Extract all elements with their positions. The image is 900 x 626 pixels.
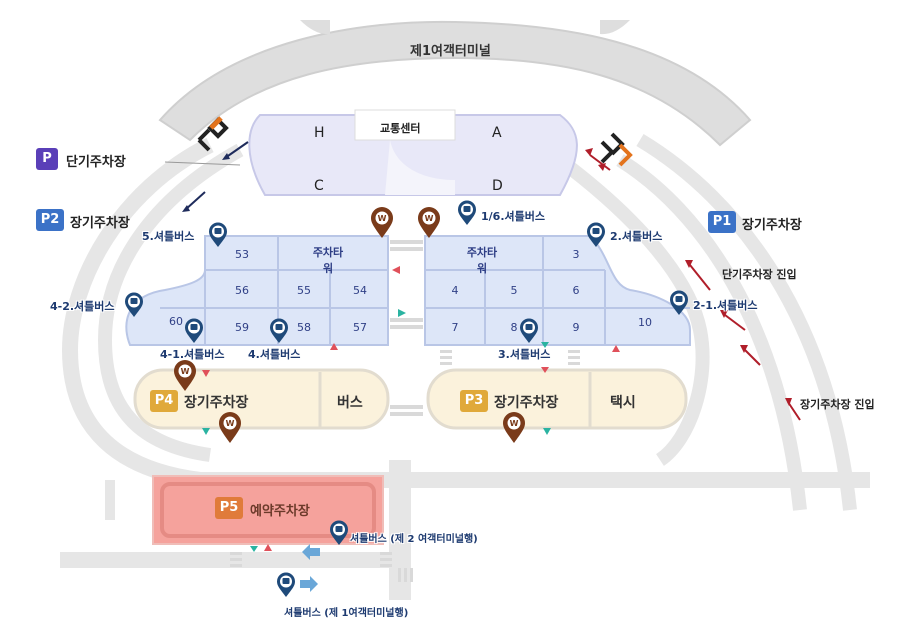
shuttle-bus-icon[interactable] bbox=[669, 290, 689, 316]
parking-pin-icon[interactable]: W bbox=[370, 207, 394, 239]
p3-label[interactable]: 장기주차장 bbox=[494, 395, 559, 411]
shuttle-stop-2-1[interactable]: 2-1.셔틀버스 bbox=[693, 299, 758, 312]
block-c: C bbox=[314, 178, 324, 194]
shuttle-stop-5[interactable]: 5.셔틀버스 bbox=[142, 230, 195, 243]
transport-center-building bbox=[248, 114, 578, 196]
right-chevron-icon bbox=[600, 132, 633, 167]
block-h: H bbox=[314, 125, 325, 141]
zone-60: 60 bbox=[169, 315, 183, 328]
block-a: A bbox=[492, 125, 502, 141]
shuttle-bus-icon[interactable] bbox=[124, 292, 144, 318]
short-term-badge: P bbox=[36, 148, 58, 170]
zone-54: 54 bbox=[353, 284, 367, 297]
shuttle-stop-3[interactable]: 3.셔틀버스 bbox=[498, 348, 551, 361]
p5-label[interactable]: 예약주차장 bbox=[250, 504, 310, 519]
lot-p3-area bbox=[426, 368, 688, 430]
shuttle-stop-1-6[interactable]: 1/6.셔틀버스 bbox=[481, 210, 545, 223]
shuttle-bus-icon[interactable] bbox=[208, 222, 228, 248]
svg-text:W: W bbox=[226, 419, 235, 428]
shuttle-stop-t2[interactable]: 셔틀버스 (제 2 여객터미널행) bbox=[350, 534, 478, 545]
shuttle-bus-icon[interactable] bbox=[457, 200, 477, 226]
zone-6: 6 bbox=[572, 284, 580, 297]
svg-text:W: W bbox=[510, 419, 519, 428]
p2-badge: P2 bbox=[36, 209, 64, 231]
shuttle-stop-4-1[interactable]: 4-1.셔틀버스 bbox=[160, 348, 225, 361]
terminal-name: 제1여객터미널 bbox=[410, 44, 491, 59]
svg-text:W: W bbox=[378, 214, 387, 223]
parking-pin-icon[interactable]: W bbox=[218, 412, 242, 444]
svg-text:W: W bbox=[425, 214, 434, 223]
zone-53: 53 bbox=[235, 248, 249, 261]
parking-deck-right bbox=[424, 235, 691, 346]
taxi-area-label: 택시 bbox=[610, 395, 636, 411]
short-term-label[interactable]: 단기주차장 bbox=[66, 155, 126, 170]
zone-3: 3 bbox=[572, 248, 580, 261]
p5-badge: P5 bbox=[215, 497, 243, 519]
shuttle-bus-icon[interactable] bbox=[276, 572, 296, 598]
zone-9: 9 bbox=[572, 321, 580, 334]
zone-8: 8 bbox=[510, 321, 518, 334]
long-term-entry-label: 장기주차장 진입 bbox=[800, 398, 875, 411]
p4-badge: P4 bbox=[150, 390, 178, 412]
lot-p4-area bbox=[133, 368, 390, 430]
parking-tower-left: 주차타워 bbox=[312, 246, 344, 275]
zone-55: 55 bbox=[297, 284, 311, 297]
parking-pin-icon[interactable]: W bbox=[173, 360, 197, 392]
shuttle-bus-icon[interactable] bbox=[519, 318, 539, 344]
zone-58: 58 bbox=[297, 321, 311, 334]
terminal-building bbox=[158, 20, 752, 147]
transport-center-label: 교통센터 bbox=[380, 122, 421, 135]
p3-badge: P3 bbox=[460, 390, 488, 412]
zone-7: 7 bbox=[451, 321, 459, 334]
bus-area-label: 버스 bbox=[337, 395, 363, 411]
shuttle-stop-4-2[interactable]: 4-2.셔틀버스 bbox=[50, 300, 115, 313]
svg-text:W: W bbox=[181, 367, 190, 376]
short-term-entry-label: 단기주차장 진입 bbox=[722, 268, 797, 281]
outer-road bbox=[61, 137, 870, 488]
shuttle-stop-2[interactable]: 2.셔틀버스 bbox=[610, 230, 663, 243]
p2-label[interactable]: 장기주차장 bbox=[70, 216, 130, 231]
parking-pin-icon[interactable]: W bbox=[502, 412, 526, 444]
shuttle-stop-t1[interactable]: 셔틀버스 (제 1여객터미널행) bbox=[284, 608, 409, 619]
p1-label[interactable]: 장기주차장 bbox=[742, 218, 802, 233]
block-d: D bbox=[492, 178, 503, 194]
shuttle-bus-icon[interactable] bbox=[586, 222, 606, 248]
zone-5: 5 bbox=[510, 284, 518, 297]
p4-label[interactable]: 장기주차장 bbox=[184, 395, 249, 411]
zone-59: 59 bbox=[235, 321, 249, 334]
zone-4: 4 bbox=[451, 284, 459, 297]
zone-57: 57 bbox=[353, 321, 367, 334]
shuttle-bus-icon[interactable] bbox=[184, 318, 204, 344]
shuttle-stop-4[interactable]: 4.셔틀버스 bbox=[248, 348, 301, 361]
parking-deck-left bbox=[125, 235, 389, 346]
zone-10: 10 bbox=[638, 316, 652, 329]
shuttle-bus-icon[interactable] bbox=[329, 520, 349, 546]
shuttle-bus-icon[interactable] bbox=[269, 318, 289, 344]
parking-pin-icon[interactable]: W bbox=[417, 207, 441, 239]
parking-tower-right: 주차타워 bbox=[466, 246, 498, 275]
left-chevron-icon bbox=[197, 116, 229, 152]
zone-56: 56 bbox=[235, 284, 249, 297]
p1-badge: P1 bbox=[708, 211, 736, 233]
